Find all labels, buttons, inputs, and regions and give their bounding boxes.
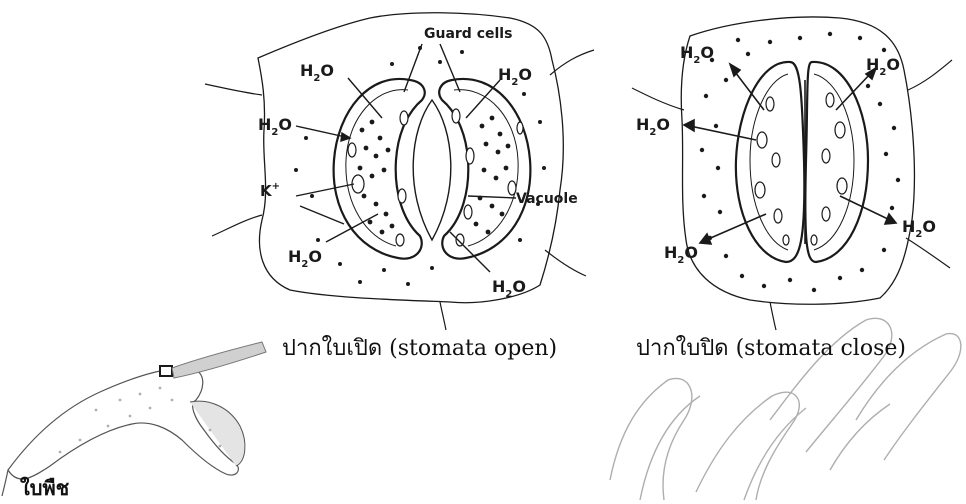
water-label: H2O — [288, 247, 322, 270]
epidermal-cell-wall — [212, 215, 262, 236]
epidermal-cell-wall — [632, 88, 684, 110]
water-label: H2O — [902, 217, 936, 240]
caption-stomata-open: ปากใบเปิด (stomata open) — [282, 330, 557, 365]
guard-cell-left-closed — [736, 62, 805, 262]
guard-cell-left — [334, 79, 425, 259]
vacuole-label: Vacuole — [516, 191, 578, 207]
caption-stomata-close: ปากใบปิด (stomata close) — [636, 330, 906, 365]
water-label: H2O — [492, 277, 526, 300]
zoom-beam — [172, 342, 266, 378]
epidermal-cell-wall — [906, 238, 950, 268]
water-label: H2O — [680, 43, 714, 66]
water-label: H2O — [636, 115, 670, 138]
leaf-label: ใบพืช — [20, 472, 69, 504]
stomatal-pore-open — [413, 100, 451, 240]
water-label: H2O — [498, 65, 532, 88]
closed-stoma-panel: H2O H2O H2O H2O H2O — [632, 17, 952, 330]
water-label: H2O — [300, 61, 334, 84]
epidermal-cell-wall — [440, 302, 446, 330]
leaf-stem — [2, 470, 8, 496]
guard-cells-label: Guard cells — [424, 26, 512, 42]
epidermal-cell-wall — [205, 84, 262, 95]
epidermal-cell-wall — [770, 302, 776, 330]
leaf-shape — [8, 368, 238, 479]
ion-label: K+ — [260, 181, 280, 200]
water-label: H2O — [258, 115, 292, 138]
epidermal-cell-wall — [550, 50, 594, 75]
open-stoma-panel: Guard cells Vacuole K+ H2O H2O H2O H2O H… — [205, 13, 594, 330]
epidermal-cell-wall — [908, 60, 952, 90]
leaf-zoom-box — [160, 366, 172, 376]
epidermal-cell-wall — [545, 250, 586, 276]
